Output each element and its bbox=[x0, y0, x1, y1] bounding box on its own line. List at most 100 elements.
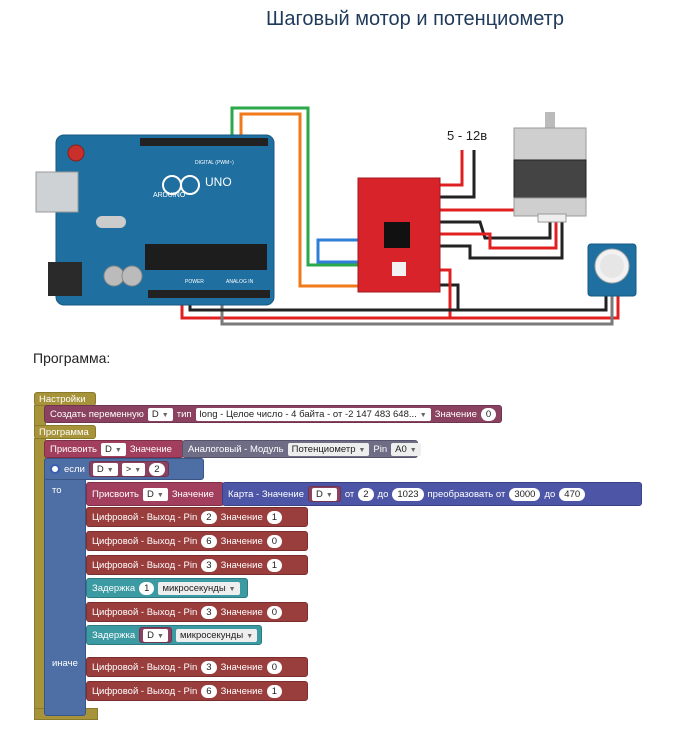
digital-out-block[interactable]: Цифровой - Выход - Pin 6 Значение 0 bbox=[86, 531, 308, 551]
page-title: Шаговый мотор и потенциометр bbox=[266, 8, 564, 30]
assign2-label: Присвоить bbox=[92, 488, 139, 500]
if-header[interactable]: если D▼ >▼ 2 bbox=[44, 458, 204, 480]
map-from-label: от bbox=[344, 488, 355, 500]
else-label: иначе bbox=[52, 658, 78, 669]
delay-var-block-inner[interactable]: D▼ bbox=[139, 627, 172, 643]
digital-out-value[interactable]: 0 bbox=[266, 660, 283, 674]
digital-out-pin[interactable]: 3 bbox=[201, 605, 217, 619]
map-to-low[interactable]: 3000 bbox=[509, 487, 541, 501]
map-label: Карта - Значение bbox=[228, 488, 304, 500]
delay-unit-dropdown[interactable]: микросекунды▼ bbox=[158, 581, 240, 595]
wire-red-5v bbox=[180, 296, 620, 320]
digital-out-pin[interactable]: 3 bbox=[201, 558, 217, 572]
if-label: если bbox=[64, 463, 85, 475]
digital-out-block[interactable]: Цифровой - Выход - Pin 3 Значение 0 bbox=[86, 602, 308, 622]
digital-out-value-label: Значение bbox=[220, 685, 263, 697]
create-var-label: Создать переменную bbox=[50, 408, 144, 420]
condition-var[interactable]: D▼ bbox=[92, 462, 118, 476]
assign-map-block[interactable]: Присвоить D▼ Значение bbox=[86, 482, 224, 506]
create-var-type-label: тип bbox=[176, 408, 192, 420]
condition-value[interactable]: 2 bbox=[149, 462, 165, 476]
stepper-driver bbox=[357, 177, 441, 293]
digital-out-value-label: Значение bbox=[220, 511, 263, 523]
wire-red-vcc bbox=[440, 150, 464, 187]
create-var-type-dropdown[interactable]: long - Целое число - 4 байта - от -2 147… bbox=[195, 407, 431, 421]
program-label: Программа: bbox=[33, 350, 111, 366]
map-var[interactable]: D▼ bbox=[312, 487, 337, 501]
assign-analog-block[interactable]: Присвоить D▼ Значение bbox=[44, 440, 184, 458]
setup-block[interactable]: Настройки bbox=[34, 392, 96, 406]
digital-out-pin[interactable]: 6 bbox=[201, 534, 217, 548]
digital-out-label: Цифровой - Выход - Pin bbox=[92, 606, 198, 618]
map-to-label2: до bbox=[544, 488, 556, 500]
stepper-motor bbox=[513, 112, 587, 223]
analog-module-label: Аналоговый - Модуль bbox=[188, 443, 284, 455]
digital-out-value[interactable]: 0 bbox=[266, 534, 283, 548]
digital-out-value-label: Значение bbox=[220, 606, 263, 618]
board-name: ARDUINO bbox=[153, 192, 186, 199]
create-var-value[interactable]: 0 bbox=[480, 407, 497, 421]
analog-label: ANALOG IN bbox=[226, 279, 254, 285]
map-convert-label: преобразовать от bbox=[427, 488, 506, 500]
analog-module-dropdown[interactable]: Потенциометр▼ bbox=[287, 442, 370, 456]
digital-out-label: Цифровой - Выход - Pin bbox=[92, 511, 198, 523]
assign-value-label: Значение bbox=[129, 443, 172, 455]
power-label: POWER bbox=[185, 279, 204, 285]
digital-out-label: Цифровой - Выход - Pin bbox=[92, 661, 198, 673]
assign2-value-label: Значение bbox=[171, 488, 214, 500]
create-variable-block[interactable]: Создать переменную D▼ тип long - Целое ч… bbox=[44, 405, 502, 423]
map-block[interactable]: Карта - Значение D▼ от 2 до 1023 преобра… bbox=[222, 482, 642, 506]
assign-var[interactable]: D▼ bbox=[101, 442, 126, 456]
analog-pin-label: Pin bbox=[373, 443, 388, 455]
circuit-diagram: ARDUINO UNO DIGITAL (PWM~) ANALOG IN POW… bbox=[35, 106, 637, 326]
map-from-high[interactable]: 1023 bbox=[392, 487, 424, 501]
digital-out-value-label: Значение bbox=[220, 559, 263, 571]
assign-label: Присвоить bbox=[50, 443, 97, 455]
digital-out-value[interactable]: 0 bbox=[266, 605, 283, 619]
program-block-label: Программа bbox=[39, 426, 89, 438]
board-model: UNO bbox=[205, 175, 232, 189]
map-from-low[interactable]: 2 bbox=[358, 487, 374, 501]
digital-out-pin[interactable]: 3 bbox=[201, 660, 217, 674]
wire-orange bbox=[239, 112, 360, 288]
digital-out-value-label: Значение bbox=[220, 661, 263, 673]
wire-red-coil2 bbox=[440, 220, 558, 250]
voltage-label: 5 - 12в bbox=[447, 128, 487, 143]
map-to-high[interactable]: 470 bbox=[559, 487, 586, 501]
potentiometer bbox=[587, 243, 637, 297]
if-block-frame[interactable] bbox=[44, 458, 86, 716]
wire-blue bbox=[316, 238, 360, 264]
then-label: то bbox=[52, 485, 62, 496]
digital-out-value[interactable]: 1 bbox=[266, 684, 283, 698]
delay-block[interactable]: Задержка 1 микросекунды▼ bbox=[86, 578, 248, 598]
wire-black-gnd-top bbox=[440, 150, 476, 199]
digital-out-block[interactable]: Цифровой - Выход - Pin 2 Значение 1 bbox=[86, 507, 308, 527]
assign2-var[interactable]: D▼ bbox=[143, 487, 168, 501]
digital-out-pin[interactable]: 6 bbox=[201, 684, 217, 698]
digital-out-value[interactable]: 1 bbox=[266, 510, 283, 524]
digital-out-label: Цифровой - Выход - Pin bbox=[92, 685, 198, 697]
delay-var-unit-dropdown[interactable]: микросекунды▼ bbox=[175, 628, 258, 642]
digital-out-block[interactable]: Цифровой - Выход - Pin 3 Значение 0 bbox=[86, 657, 308, 677]
analog-module-block[interactable]: Аналоговый - Модуль Потенциометр▼ Pin A0… bbox=[182, 440, 421, 458]
wire-green bbox=[230, 106, 360, 267]
map-var-block[interactable]: D▼ bbox=[308, 486, 341, 502]
digital-out-label: Цифровой - Выход - Pin bbox=[92, 559, 198, 571]
digital-out-pin[interactable]: 2 bbox=[201, 510, 217, 524]
digital-out-block[interactable]: Цифровой - Выход - Pin 3 Значение 1 bbox=[86, 555, 308, 575]
create-var-name[interactable]: D▼ bbox=[147, 407, 173, 421]
delay-var-block[interactable]: Задержка D▼ микросекунды▼ bbox=[86, 625, 262, 645]
condition-operator[interactable]: >▼ bbox=[121, 462, 146, 476]
delay-var[interactable]: D▼ bbox=[143, 628, 168, 642]
digital-out-label: Цифровой - Выход - Pin bbox=[92, 535, 198, 547]
digital-out-value-label: Значение bbox=[220, 535, 263, 547]
digital-out-block[interactable]: Цифровой - Выход - Pin 6 Значение 1 bbox=[86, 681, 308, 701]
setup-label: Настройки bbox=[39, 393, 86, 405]
wire-red-pot bbox=[440, 268, 452, 318]
condition-block[interactable]: D▼ >▼ 2 bbox=[88, 461, 169, 477]
digital-out-value[interactable]: 1 bbox=[266, 558, 283, 572]
program-block[interactable]: Программа bbox=[34, 425, 96, 439]
analog-pin-dropdown[interactable]: A0▼ bbox=[391, 442, 421, 456]
delay-value[interactable]: 1 bbox=[139, 581, 155, 595]
gear-icon[interactable] bbox=[50, 464, 60, 474]
